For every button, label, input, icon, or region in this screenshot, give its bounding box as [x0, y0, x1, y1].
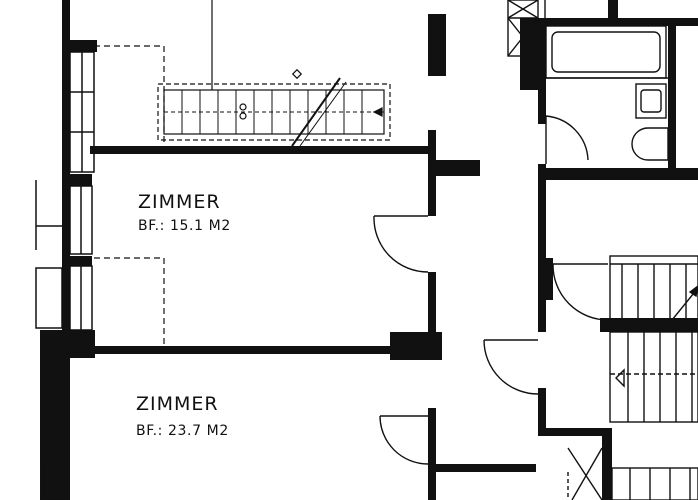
room-2-area: BF.: 23.7 M2	[136, 423, 229, 439]
walls	[40, 0, 698, 500]
room-1-name: ZIMMER	[138, 191, 221, 213]
built-in-cabinets	[94, 45, 165, 346]
room-1-area: BF.: 15.1 M2	[138, 218, 231, 234]
upper-stair	[157, 0, 391, 147]
left-facade-windows	[35, 51, 95, 500]
room-2-name: ZIMMER	[136, 393, 219, 415]
stairwell	[567, 255, 698, 500]
doors	[373, 115, 609, 465]
wardrobe-crosses	[507, 0, 546, 57]
bathroom-fixtures	[545, 25, 669, 161]
